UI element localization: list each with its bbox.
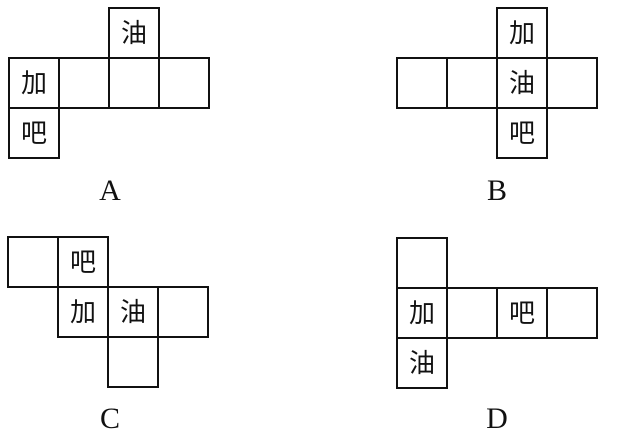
square-character: 加 <box>70 298 96 328</box>
net-square <box>546 57 598 109</box>
square-character: 吧 <box>21 119 47 149</box>
net-b: 加油吧 B <box>396 7 598 207</box>
net-square <box>396 237 448 289</box>
net-square <box>108 57 160 109</box>
net-square <box>496 107 548 159</box>
net-square <box>546 287 598 339</box>
option-label-b: B <box>487 174 507 207</box>
net-square <box>446 57 498 109</box>
net-square <box>57 286 109 338</box>
net-square <box>496 7 548 59</box>
square-character: 吧 <box>509 299 535 329</box>
net-square <box>158 57 210 109</box>
net-d: 加 吧油 D <box>396 237 598 435</box>
net-square <box>446 287 498 339</box>
square-character: 加 <box>21 69 47 99</box>
square-character: 油 <box>409 349 435 379</box>
square-character: 加 <box>509 19 535 49</box>
square-character: 吧 <box>70 248 96 278</box>
net-square <box>107 336 159 388</box>
option-label-c: C <box>100 402 120 435</box>
net-square <box>396 57 448 109</box>
net-c: 吧加油 C <box>7 236 209 435</box>
net-square <box>396 287 448 339</box>
net-square <box>157 286 209 338</box>
option-label-d: D <box>486 402 508 435</box>
net-square <box>8 107 60 159</box>
option-label-a: A <box>99 174 121 207</box>
net-square <box>396 337 448 389</box>
net-a: 油加吧 A <box>8 7 210 207</box>
square-character: 油 <box>121 19 147 49</box>
square-character: 吧 <box>509 119 535 149</box>
square-character: 加 <box>409 299 435 329</box>
net-square <box>58 57 110 109</box>
square-character: 油 <box>120 298 146 328</box>
square-character: 油 <box>509 69 535 99</box>
net-square <box>7 236 59 288</box>
